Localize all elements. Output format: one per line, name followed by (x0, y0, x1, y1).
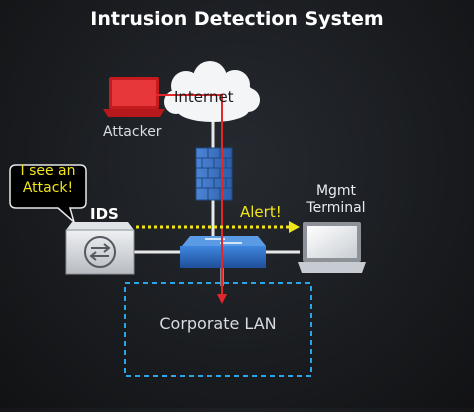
ids-device-icon (65, 222, 135, 275)
attacker-label: Attacker (103, 124, 162, 140)
ids-label: IDS (90, 205, 119, 223)
mgmt-terminal-label: Mgmt Terminal (306, 183, 366, 216)
diagram-title: Intrusion Detection System (90, 8, 384, 30)
terminal-laptop-icon (298, 222, 366, 273)
ids-bubble-text: I see an Attack! (20, 163, 76, 196)
speech-bubble (9, 164, 87, 225)
cloud-icon (164, 61, 260, 122)
attack-arrowhead (217, 294, 227, 304)
alert-arrowhead (289, 221, 300, 233)
attack-path (156, 94, 223, 296)
internet-label: Internet (174, 88, 234, 106)
attacker-laptop-icon (103, 77, 165, 117)
corporate-lan-zone (124, 282, 312, 377)
alert-label: Alert! (240, 203, 282, 221)
firewall-icon (195, 147, 233, 201)
corporate-lan-label: Corporate LAN (159, 314, 277, 333)
